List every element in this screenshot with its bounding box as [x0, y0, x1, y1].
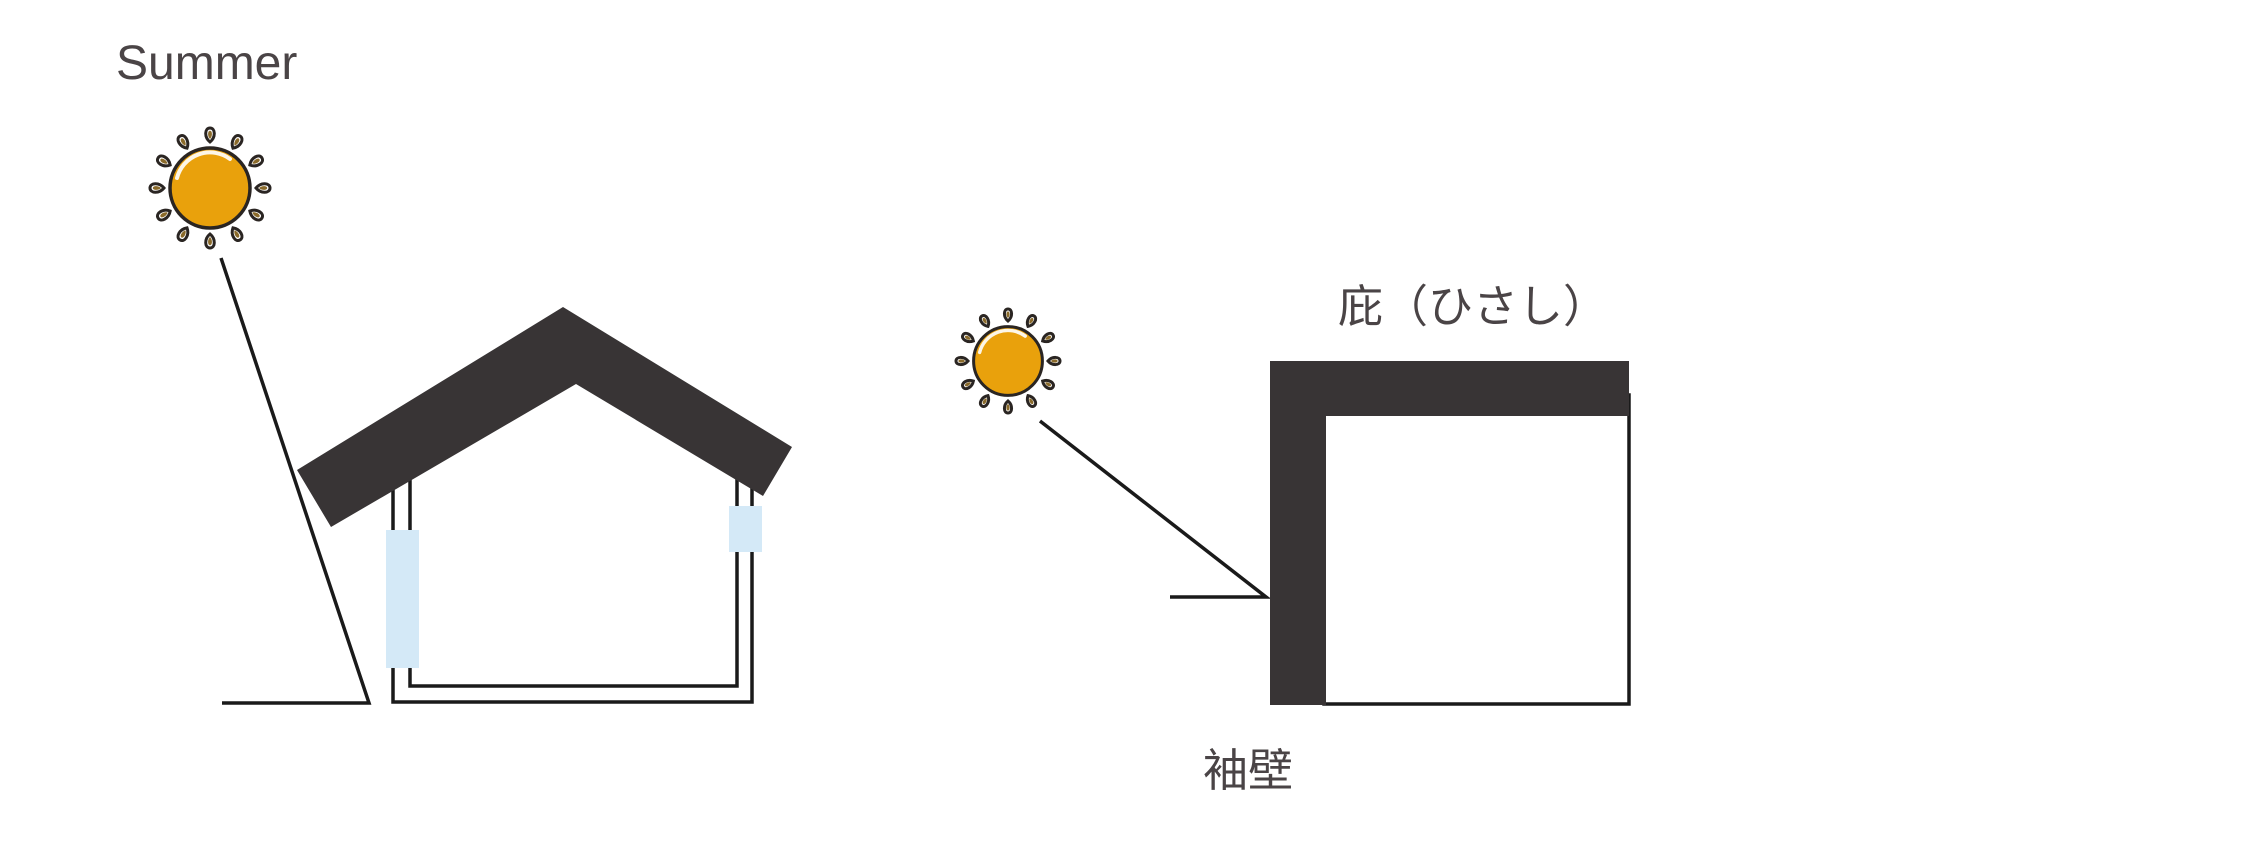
- sun-ray-core: [259, 186, 268, 190]
- sun-ray-line: [219, 257, 372, 705]
- eave-label: 庇（ひさし）: [1338, 280, 1609, 333]
- sun-ray-core: [152, 186, 161, 190]
- sun-ray-core: [1045, 382, 1052, 387]
- sun-ray-core: [252, 212, 260, 218]
- sun-ray-core: [234, 230, 240, 238]
- sun-ray-core: [958, 359, 965, 363]
- sun-ray-core: [1029, 398, 1034, 405]
- sun-ray-core: [180, 138, 186, 146]
- sun-ray-core: [1051, 359, 1058, 363]
- sun-icon: [954, 307, 1062, 415]
- sun-icon: [148, 126, 272, 250]
- left-scene: [148, 126, 792, 705]
- room-outline: [1322, 393, 1631, 706]
- sun-ray-core: [208, 130, 212, 139]
- sun-ray-core: [252, 158, 260, 164]
- sun-ray-core: [1045, 335, 1052, 340]
- house-window-left: [386, 530, 419, 668]
- right-scene: [954, 307, 1631, 706]
- sun-ray-core: [180, 230, 186, 238]
- sun-ray-core: [1006, 404, 1010, 411]
- sun-ray-core: [1006, 311, 1010, 318]
- house-window-right: [729, 506, 762, 552]
- sun-ray-core: [1029, 317, 1034, 324]
- sun-ray-core: [982, 398, 987, 405]
- sun-ray-core: [160, 158, 168, 164]
- eave-block: [1270, 361, 1629, 416]
- sun-ray-line: [1038, 419, 1272, 599]
- sun-ray-core: [964, 335, 971, 340]
- sun-ray-core: [982, 317, 987, 324]
- sun-ray-core: [160, 212, 168, 218]
- sun-ray-core: [234, 138, 240, 146]
- house-walls: [391, 472, 754, 704]
- page-title: Summer: [116, 37, 298, 90]
- sun-ray-core: [964, 382, 971, 387]
- house-roof: [297, 307, 792, 527]
- sun-ray-core: [208, 237, 212, 246]
- wing-wall-label: 袖壁: [1203, 744, 1294, 797]
- wing-wall-block: [1270, 361, 1326, 705]
